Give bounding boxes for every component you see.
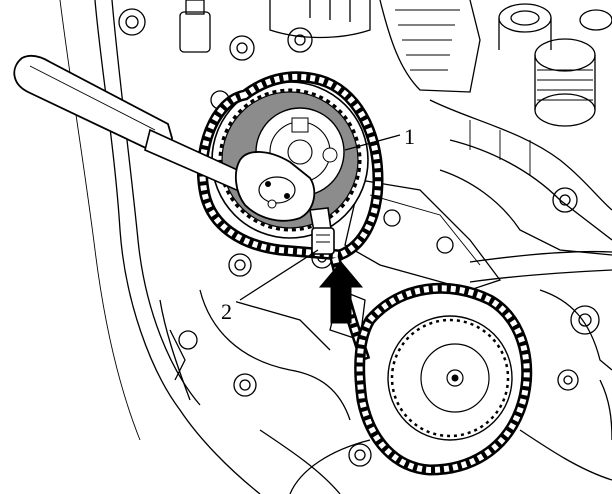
callout-leaders <box>239 134 401 301</box>
callout-label-2: 2 <box>221 299 232 324</box>
callout-labels: 1 2 <box>218 124 419 324</box>
engine-block-lines <box>59 0 612 494</box>
holding-pin-icon <box>309 207 335 255</box>
lower-sprocket <box>354 282 533 476</box>
callout-label-1: 1 <box>404 124 415 149</box>
direction-arrow-up-icon <box>318 261 364 324</box>
ratchet-wrench-icon <box>13 55 316 222</box>
